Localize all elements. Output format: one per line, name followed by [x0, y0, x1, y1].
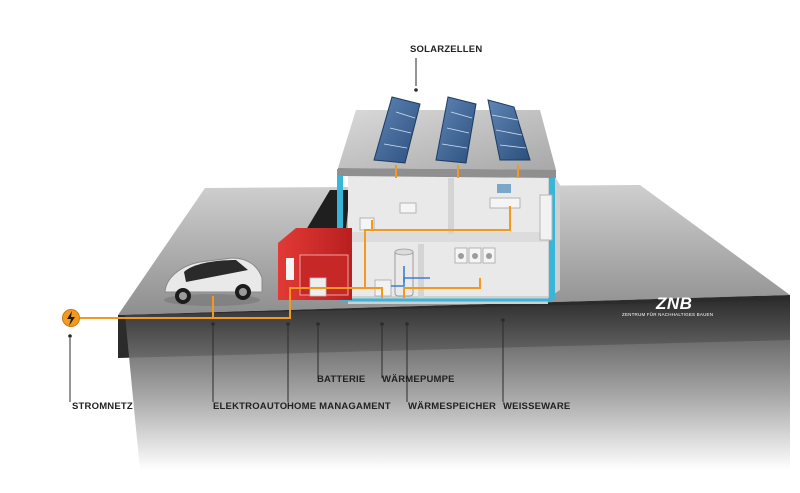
label-stromnetz: STROMNETZ [72, 401, 133, 412]
label-batterie: BATTERIE [317, 374, 366, 385]
lightning-icon [62, 309, 80, 327]
label-solarzellen: SOLARZELLEN [410, 44, 483, 55]
callout-lines [69, 58, 504, 402]
label-waermespeicher: WÄRMESPEICHER [408, 401, 497, 412]
solar-panels [373, 96, 531, 164]
label-waermepumpe: WÄRMEPUMPE [382, 374, 455, 385]
home-management-unit [278, 228, 352, 300]
label-weisseware: WEISSEWARE [503, 401, 571, 412]
energy-lines [80, 165, 519, 319]
callout-dots [68, 88, 505, 338]
electric-car [164, 257, 263, 306]
znb-logo-title: ZNB [656, 294, 693, 313]
label-elektroauto: ELEKTROAUTO [213, 401, 288, 412]
label-home-management: HOME MANAGAMENT [287, 401, 391, 412]
heat-lines [391, 266, 430, 287]
znb-logo-subtitle: ZENTRUM FÜR NACHHALTIGES BAUEN [622, 312, 714, 317]
